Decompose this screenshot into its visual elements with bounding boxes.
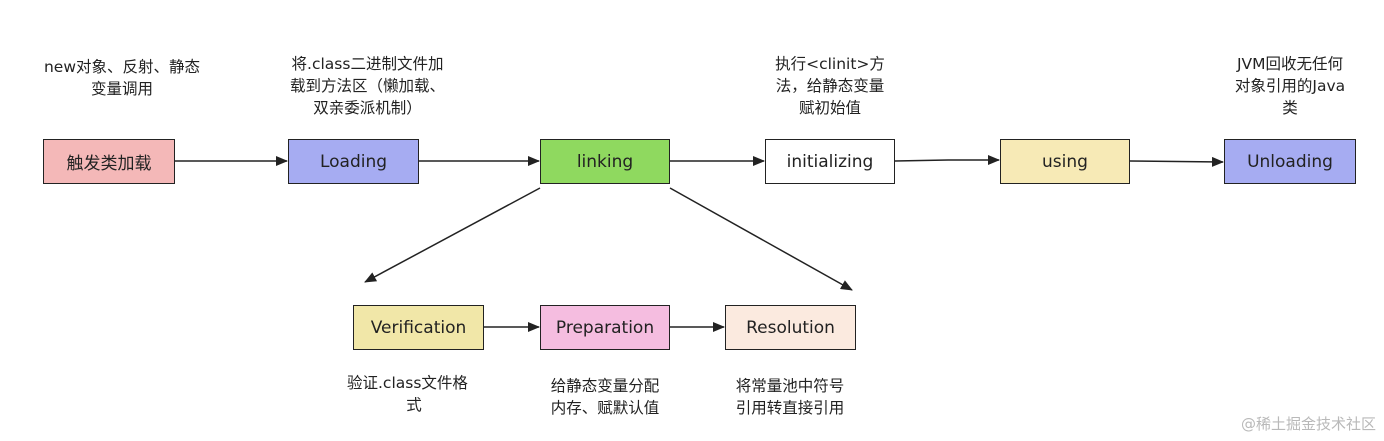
trigger-note: new对象、反射、静态 变量调用 — [43, 58, 201, 98]
loading-box: Loading — [288, 139, 419, 184]
initializing-note: 执行<clinit>方 法，给静态变量 赋初始值 — [775, 55, 885, 117]
resolution-note: 将常量池中符号 引用转直接引用 — [735, 377, 845, 417]
trigger-class-loading-box: 触发类加载 — [43, 139, 175, 184]
arrow-using-to-unloading — [1129, 156, 1224, 167]
arrow-initializing-to-using — [894, 155, 1000, 165]
using-box: using — [1000, 139, 1130, 184]
initializing-box: initializing — [765, 139, 895, 184]
watermark: @稀土掘金技术社区 — [1240, 415, 1376, 433]
preparation-note: 给静态变量分配 内存、赋默认值 — [550, 377, 660, 417]
arrow-linking-to-verification — [364, 187, 541, 283]
verification-note: 验证.class文件格 式 — [347, 374, 468, 414]
arrow-linking-to-resolution — [669, 187, 853, 291]
resolution-box: Resolution — [725, 305, 856, 350]
preparation-box: Preparation — [540, 305, 670, 350]
unloading-note: JVM回收无任何 对象引用的Java 类 — [1234, 55, 1346, 117]
unloading-box: Unloading — [1224, 139, 1356, 184]
linking-box: linking — [540, 139, 670, 184]
loading-note: 将.class二进制文件加 载到方法区（懒加载、 双亲委派机制） — [289, 55, 445, 117]
verification-box: Verification — [353, 305, 484, 350]
